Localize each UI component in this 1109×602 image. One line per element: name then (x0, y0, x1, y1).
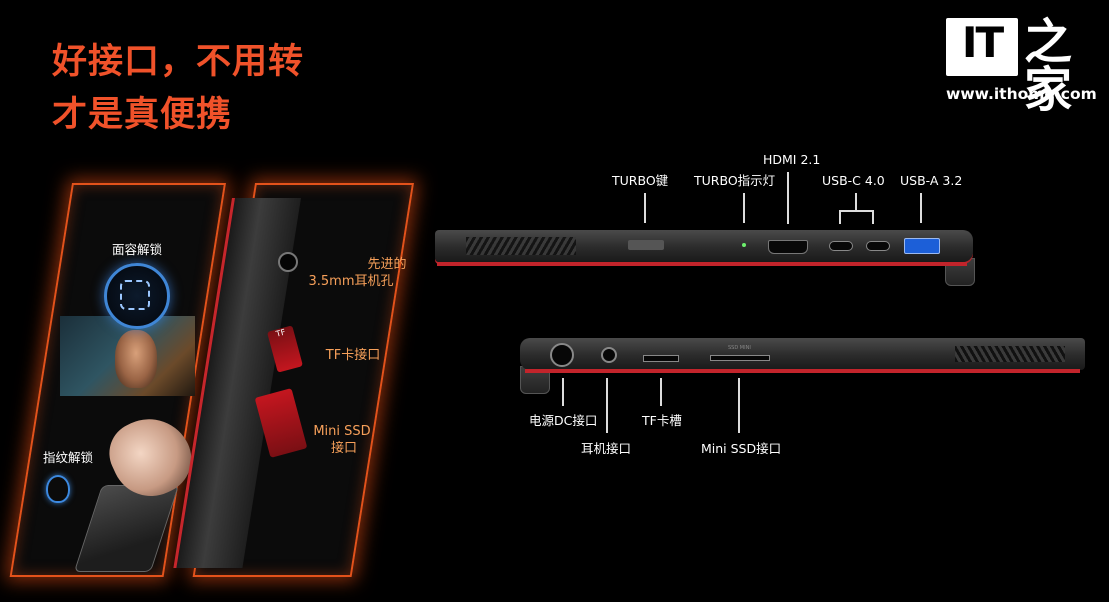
usb-c-leader-right (872, 210, 874, 224)
headphone-leader (606, 378, 608, 433)
headline-line-1: 好接口，不用转 (52, 42, 305, 82)
usb-c-leader-left (839, 210, 841, 224)
tf-card-slot (643, 355, 679, 362)
bottom-device-red-stripe (525, 369, 1080, 373)
tf-slot-bottom-label: TF卡槽 (642, 413, 682, 428)
tf-slot-leader (660, 378, 662, 406)
dc-power-port (550, 343, 574, 367)
turbo-led-label: TURBO指示灯 (694, 173, 776, 188)
face-scan-icon (120, 280, 150, 310)
audio-jack-label-line-1: 先进的 (367, 257, 407, 272)
audio-jack-label-2: 3.5mm耳机孔 (296, 273, 406, 291)
usb-c-label: USB-C 4.0 (822, 173, 885, 188)
mini-ssd-label-line-1: Mini SSD (313, 424, 371, 439)
usb-a-leader (920, 193, 922, 223)
tf-slot-label: TF卡接口 (325, 348, 381, 363)
fingerprint-icon (46, 475, 70, 503)
usb-c-leader-bar (839, 210, 874, 212)
turbo-key (628, 240, 664, 250)
ssd-slot-marking: SSD MINI (728, 345, 751, 351)
headphone-label: 耳机接口 (581, 441, 632, 456)
mini-ssd-leader (738, 378, 740, 433)
face-unlock-ring (104, 263, 170, 329)
headphone-port (601, 347, 617, 363)
tf-card-text: TF (274, 327, 287, 339)
ithome-url: www.ithome.com (946, 85, 1097, 103)
ithome-logo-cn: 之家 (1024, 14, 1073, 118)
mini-ssd-bottom-label: Mini SSD接口 (701, 441, 782, 456)
ithome-logo-it: IT (961, 18, 1004, 67)
usb-c-port-1 (829, 241, 853, 251)
usb-a-label: USB-A 3.2 (900, 173, 963, 188)
top-device-red-stripe (437, 262, 967, 266)
movie-face-image (115, 330, 157, 388)
side-audio-jack (278, 252, 298, 272)
face-unlock-label: 面容解锁 (112, 242, 163, 257)
audio-jack-label: 先进的 (352, 256, 422, 274)
usb-a-port (904, 238, 940, 254)
mini-ssd-label-line-2: 接口 (330, 441, 357, 456)
mini-ssd-slot (710, 355, 770, 361)
headline-line-2: 才是真便携 (52, 95, 233, 135)
turbo-key-leader (644, 193, 646, 223)
usb-c-port-2 (866, 241, 890, 251)
dc-power-label: 电源DC接口 (529, 413, 598, 428)
top-vent-grille (466, 237, 576, 255)
bottom-vent-grille (955, 346, 1065, 362)
turbo-led-leader (743, 193, 745, 223)
audio-jack-label-line-2: 3.5mm耳机孔 (308, 274, 394, 289)
turbo-led (742, 243, 746, 247)
ithome-logo-box (946, 18, 1018, 76)
hdmi-port (768, 240, 808, 254)
hdmi-leader (787, 172, 789, 224)
turbo-key-label: TURBO键 (612, 173, 669, 188)
usb-c-leader-stem (855, 193, 857, 211)
dc-leader (562, 378, 564, 406)
hdmi-label: HDMI 2.1 (763, 152, 821, 167)
fingerprint-unlock-label: 指纹解锁 (43, 450, 94, 465)
